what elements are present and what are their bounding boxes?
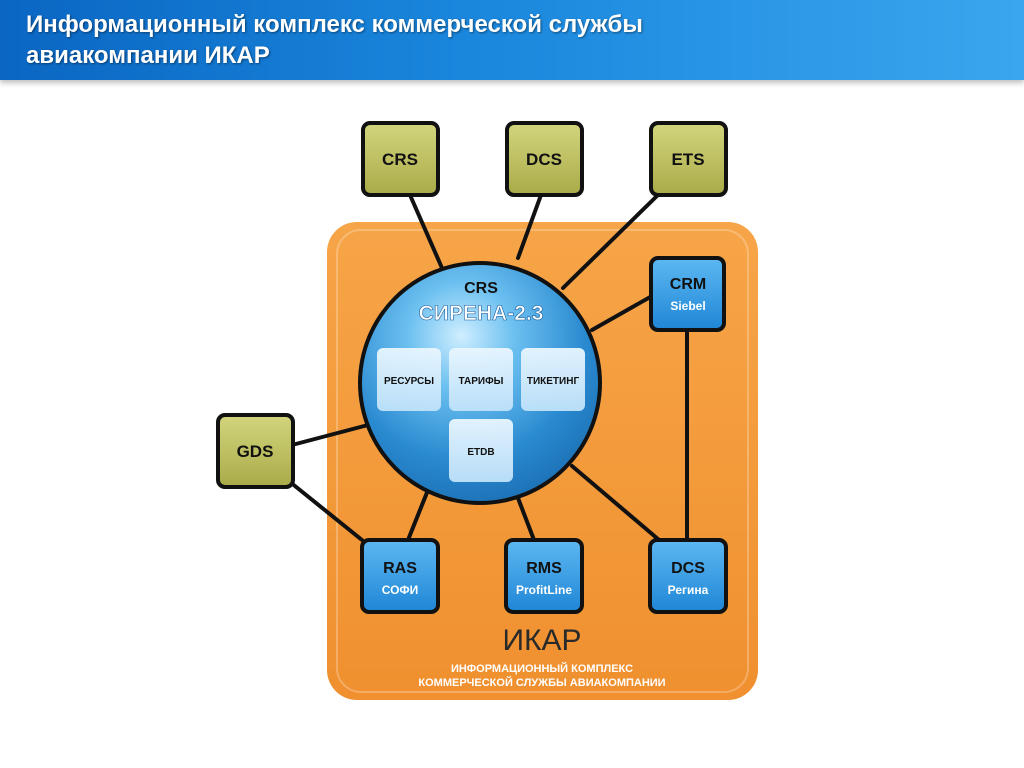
ras-title: RAS xyxy=(383,560,417,577)
crm-title: CRM xyxy=(670,276,706,293)
crm-subtitle: Siebel xyxy=(670,299,705,313)
external-dcs-label: DCS xyxy=(526,150,562,169)
link-ets-ext xyxy=(561,191,662,290)
sphere-subtitle: СИРЕНА-2.3 xyxy=(419,302,544,325)
title-bar: Информационный комплекс коммерческой слу… xyxy=(0,0,1024,80)
ras-subtitle: СОФИ xyxy=(382,583,419,597)
link-dcs-int xyxy=(570,464,667,547)
module-resources-label: РЕСУРСЫ xyxy=(384,376,434,387)
dcs-int-title: DCS xyxy=(671,560,705,577)
link-crm xyxy=(590,294,654,332)
link-gds-ras xyxy=(288,480,364,542)
rms-title: RMS xyxy=(526,560,562,577)
panel-caption-line-1: ИНФОРМАЦИОННЫЙ КОМПЛЕКС xyxy=(451,662,633,675)
module-ticketing-label: ТИКЕТИНГ xyxy=(527,376,580,387)
link-dcs-ext xyxy=(516,193,543,260)
internal-crm-node: CRM Siebel xyxy=(649,256,726,332)
module-etdb-box xyxy=(449,419,513,482)
panel-name: ИКАР xyxy=(502,624,581,657)
external-crs-label: CRS xyxy=(382,150,418,169)
external-gds-node: GDS xyxy=(216,413,295,489)
module-resources-box xyxy=(377,348,441,411)
module-tariffs-box xyxy=(449,348,513,411)
link-ras xyxy=(406,488,430,542)
module-ticketing-box xyxy=(521,348,585,411)
slide-title-line-1: Информационный комплекс коммерческой слу… xyxy=(26,11,643,38)
internal-ras-node: RAS СОФИ xyxy=(360,538,440,614)
dcs-int-subtitle: Регина xyxy=(668,583,709,597)
module-tariffs-label: ТАРИФЫ xyxy=(459,376,504,387)
external-dcs-node: DCS xyxy=(505,121,584,197)
connector-lines xyxy=(288,191,689,547)
link-gds-sphere xyxy=(290,423,370,447)
slide-title: Информационный комплекс коммерческой слу… xyxy=(26,9,986,71)
sirena-sphere: CRS СИРЕНА-2.3 РЕСУРСЫ ТАРИФЫ ТИКЕТИНГ E… xyxy=(358,261,602,505)
external-ets-node: ETS xyxy=(649,121,728,197)
link-crs-ext xyxy=(408,193,444,270)
internal-dcs-node: DCS Регина xyxy=(648,538,728,614)
external-crs-node: CRS xyxy=(361,121,440,197)
rms-subtitle: ProfitLine xyxy=(516,583,572,597)
module-etdb-label: ETDB xyxy=(467,447,494,458)
link-rms xyxy=(516,496,536,542)
external-gds-label: GDS xyxy=(237,442,274,461)
sphere-title: CRS xyxy=(464,280,498,297)
slide-title-line-2: авиакомпании ИКАР xyxy=(26,42,270,69)
external-ets-label: ETS xyxy=(671,150,704,169)
panel-caption-line-2: КОММЕРЧЕСКОЙ СЛУЖБЫ АВИАКОМПАНИИ xyxy=(418,676,665,689)
internal-rms-node: RMS ProfitLine xyxy=(504,538,584,614)
